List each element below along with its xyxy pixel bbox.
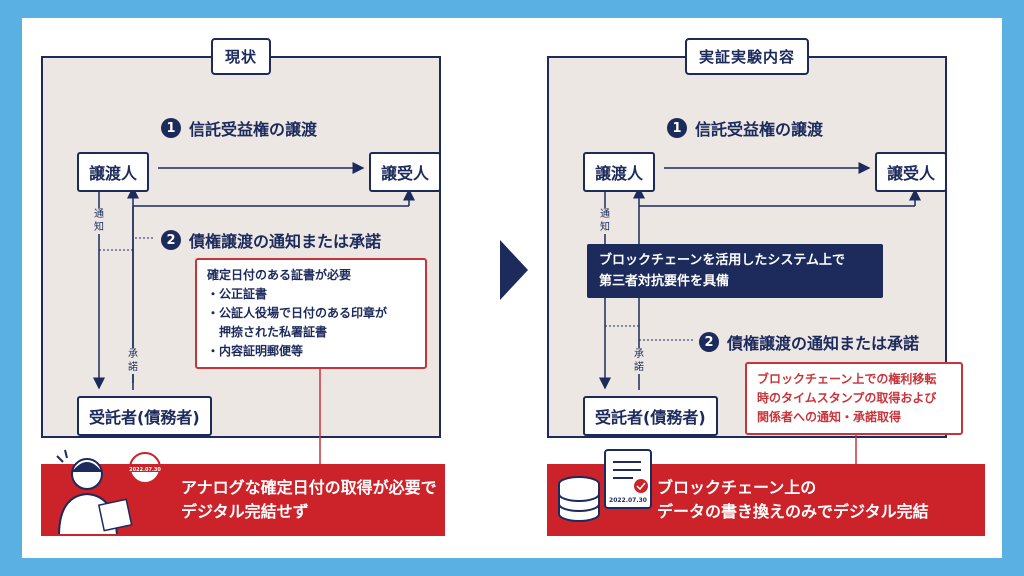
notice-label: 通知: [93, 208, 105, 234]
blockchain-box-line: 第三者対抗要件を具備: [599, 274, 730, 289]
consent-label: 承諾: [127, 348, 139, 374]
blockchain-system-box: ブロックチェーンを活用したシステム上で 第三者対抗要件を具備: [587, 244, 883, 298]
transferor-node: 譲渡人: [77, 152, 150, 192]
demonstration-banner: 2022.07.30 ブロックチェーン上の データの書き換えのみでデジタル完結: [547, 449, 985, 536]
step-2-label: 債権譲渡の通知または承諾: [727, 334, 920, 353]
step-2-number: 2: [161, 230, 181, 250]
requirement-item: ・公証人役場で日付のある印章が: [207, 306, 388, 320]
check-badge-icon: [634, 479, 648, 493]
current-state-banner: 2022.07.30 アナログな確定日付の取得が必要で デジタル完結せず: [41, 449, 445, 536]
requirement-item: 押捺された私署証書: [207, 325, 328, 339]
database-document-icon: 2022.07.30: [558, 449, 652, 522]
requirement-item: ・公正証書: [207, 287, 268, 301]
step-2: 2 債権譲渡の通知または承諾: [699, 330, 919, 354]
document-date: 2022.07.30: [609, 497, 647, 504]
current-state-banner-text: アナログな確定日付の取得が必要で デジタル完結せず: [181, 476, 437, 524]
trustee-node: 受託者(債務者): [77, 396, 212, 436]
current-state-panel: 現状 1 信託受益権の譲渡 譲渡人 譲受人 通知: [41, 38, 442, 480]
transferee-node: 譲受人: [875, 152, 948, 192]
requirement-item: ・内容証明郵便等: [207, 344, 304, 358]
step-1-number: 1: [161, 118, 181, 138]
timestamp-process-box: ブロックチェーン上での権利移転 時のタイムスタンプの取得および 関係者への通知・…: [745, 362, 963, 435]
banner-line: データの書き換えのみでデジタル完結: [657, 502, 929, 521]
certificate-requirement-box: 確定日付のある証書が必要 ・公正証書 ・公証人役場で日付のある印章が 押捺された…: [195, 258, 427, 369]
infographic-card: 現状 1 信託受益権の譲渡 譲渡人 譲受人 通知: [22, 18, 1002, 558]
banner-line: デジタル完結せず: [181, 502, 309, 521]
transferee-node: 譲受人: [369, 152, 442, 192]
step-2-number: 2: [699, 332, 719, 352]
step-1-label: 信託受益権の譲渡: [189, 120, 318, 139]
step-2-label: 債権譲渡の通知または承諾: [189, 232, 382, 251]
trustee-node: 受託者(債務者): [583, 396, 718, 436]
stamp-date: 2022.07.30: [129, 467, 161, 473]
step-2: 2 債権譲渡の通知または承諾: [161, 228, 381, 252]
consent-label: 承諾: [633, 348, 645, 374]
record-box-line: ブロックチェーン上での権利移転: [757, 372, 937, 386]
demonstration-panel: 実証実験内容 1 信託受益権の譲渡 譲渡人 譲受人 通知: [547, 38, 963, 480]
blockchain-box-line: ブロックチェーンを活用したシステム上で: [599, 253, 845, 268]
transition-arrow-icon: [500, 240, 528, 300]
step-1-label: 信託受益権の譲渡: [695, 120, 824, 139]
banner-line: ブロックチェーン上の: [657, 478, 817, 497]
record-box-line: 時のタイムスタンプの取得および: [757, 391, 937, 405]
worried-person-icon: 2022.07.30: [56, 449, 161, 534]
step-1: 1 信託受益権の譲渡: [667, 116, 823, 140]
banner-line: アナログな確定日付の取得が必要で: [181, 478, 437, 497]
requirement-heading: 確定日付のある証書が必要: [207, 268, 352, 282]
step-1: 1 信託受益権の譲渡: [161, 116, 317, 140]
notice-label: 通知: [599, 208, 611, 234]
current-flow-lines: [93, 162, 415, 480]
demonstration-banner-text: ブロックチェーン上の データの書き換えのみでデジタル完結: [657, 476, 929, 524]
step-1-number: 1: [667, 118, 687, 138]
transferor-node: 譲渡人: [583, 152, 656, 192]
demonstration-title: 実証実験内容: [684, 38, 810, 75]
current-state-title: 現状: [210, 38, 272, 75]
record-box-line: 関係者への通知・承諾取得: [757, 410, 902, 424]
